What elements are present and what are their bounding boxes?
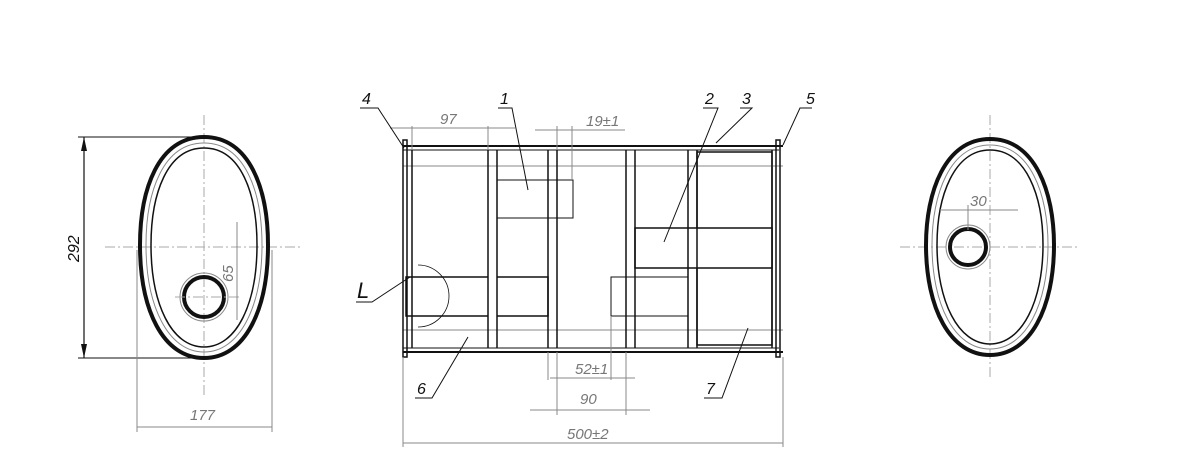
callout-7: 7 bbox=[706, 381, 716, 398]
dim-19: 19±1 bbox=[586, 113, 619, 130]
callout-6: 6 bbox=[417, 381, 426, 398]
section-view: 97 19±1 52±1 90 500±2 4 1 2 3 5 L 6 7 bbox=[356, 91, 815, 447]
callout-2: 2 bbox=[704, 91, 714, 108]
dim-500: 500±2 bbox=[567, 426, 609, 443]
dim-65: 65 bbox=[220, 265, 237, 282]
callout-1: 1 bbox=[500, 91, 509, 108]
dim-30: 30 bbox=[970, 193, 987, 210]
left-end-view: 292 177 65 bbox=[66, 115, 300, 432]
callout-5: 5 bbox=[806, 91, 815, 108]
callout-detail-L: L bbox=[357, 278, 369, 303]
callout-4: 4 bbox=[362, 91, 371, 108]
right-end-view: 30 bbox=[900, 115, 1080, 380]
dim-90: 90 bbox=[580, 391, 597, 408]
dim-97: 97 bbox=[440, 111, 457, 128]
callout-3: 3 bbox=[742, 91, 751, 108]
dim-52: 52±1 bbox=[575, 361, 608, 378]
dim-292: 292 bbox=[66, 235, 83, 263]
dim-177: 177 bbox=[190, 407, 216, 424]
